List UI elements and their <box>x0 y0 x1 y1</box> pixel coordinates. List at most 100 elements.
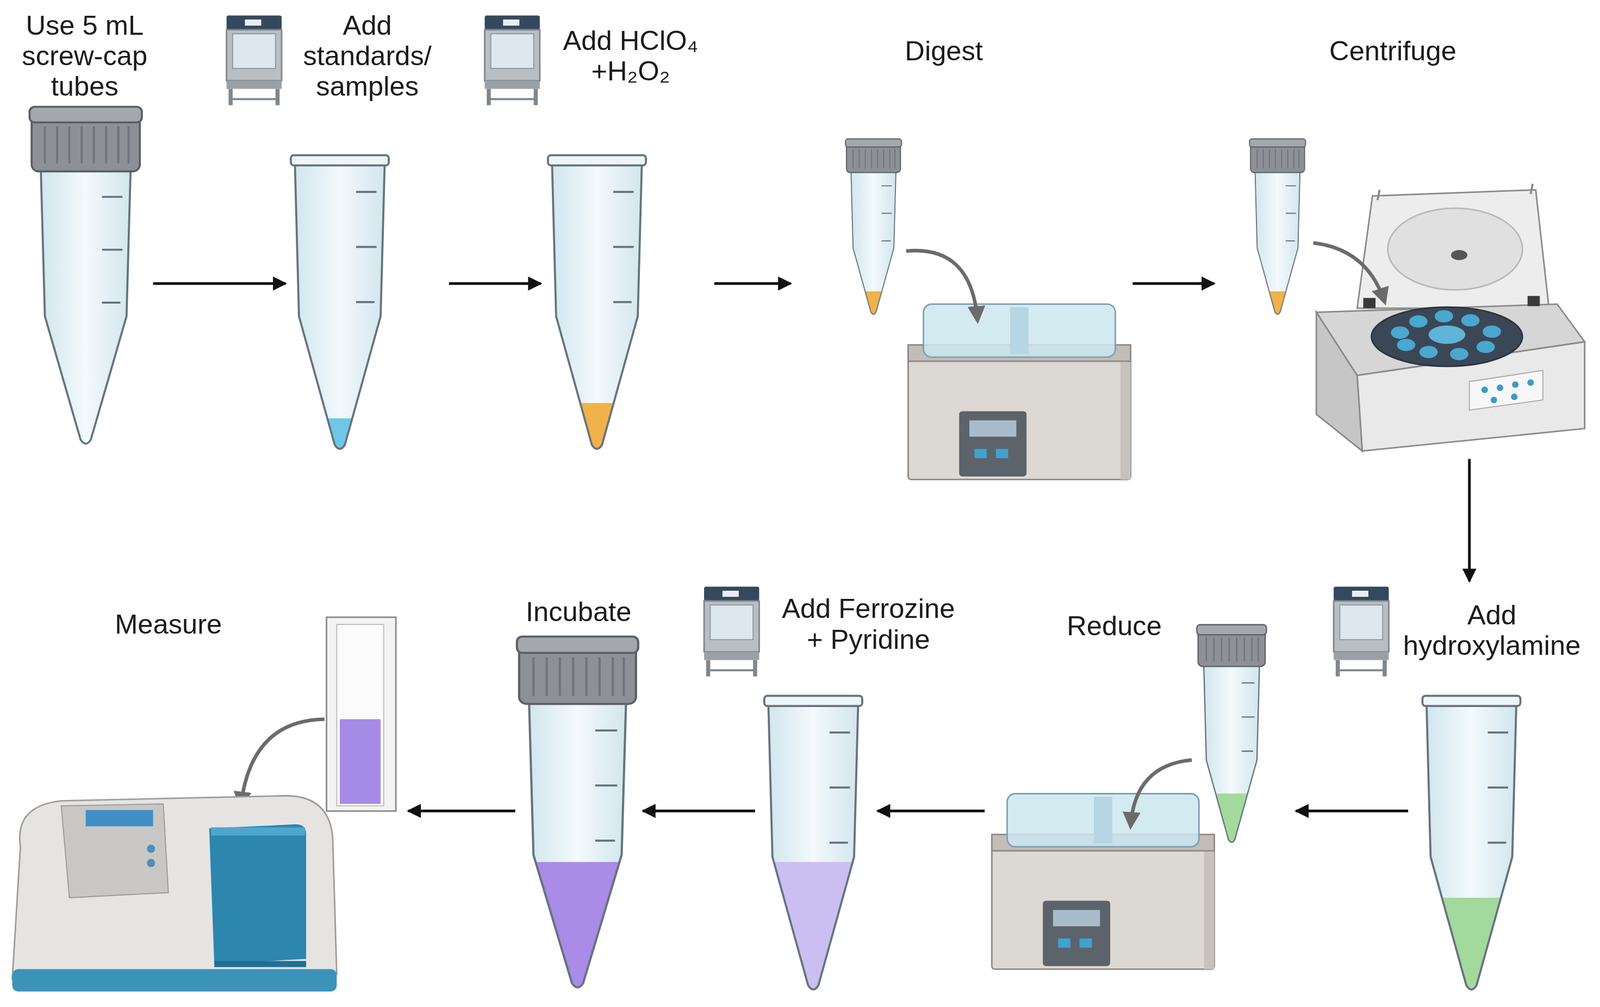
step-label-group: Add hydroxylamine <box>1389 600 1594 662</box>
tube-rim <box>764 695 863 707</box>
tube-outline <box>551 163 642 450</box>
panel-button <box>1496 384 1504 391</box>
tube-cap <box>1196 625 1267 668</box>
rotor-tube <box>1419 346 1438 359</box>
panel-button <box>1490 396 1498 404</box>
step-label: Add hydroxylamine <box>1389 600 1594 662</box>
tube-cap <box>29 106 142 172</box>
tube-cap <box>517 636 639 705</box>
water-bath <box>991 793 1214 970</box>
step-label: Reduce <box>1032 611 1196 642</box>
water-bath <box>907 304 1131 481</box>
tube-rim <box>548 155 646 166</box>
instrument-body <box>12 795 338 980</box>
cuvette-window <box>336 624 384 807</box>
rotor-tube <box>1482 325 1502 339</box>
flow-arrow <box>1467 459 1471 582</box>
place-arrow <box>906 250 978 321</box>
process-step: Centrifuge <box>1214 10 1592 460</box>
tube-outline <box>1255 171 1301 315</box>
lid-window <box>1387 208 1523 290</box>
tube-outline <box>850 171 896 315</box>
step-label-group: Reduce <box>1032 611 1196 642</box>
process-step: Reduce <box>984 581 1296 980</box>
tube-cap <box>1249 139 1306 173</box>
flow-arrow <box>1296 810 1409 813</box>
process-step: Measure <box>4 581 408 1001</box>
panel-button <box>1510 393 1518 401</box>
place-arrow <box>240 719 325 807</box>
flow-arrow <box>877 810 985 813</box>
cuvette-liquid <box>339 719 381 805</box>
small-tube <box>845 139 902 323</box>
tube-outline <box>294 163 385 450</box>
process-step: Digest <box>791 10 1133 485</box>
process-step: Add Ferrozine + Pyridine <box>755 581 878 995</box>
tube-liquid <box>1420 898 1523 1001</box>
tube-rim <box>290 155 389 166</box>
rotor-tube <box>1476 340 1496 354</box>
step-label: Digest <box>841 35 1046 67</box>
flow-arrow <box>714 282 792 285</box>
sample-tube <box>288 155 391 460</box>
process-step: Use 5 mL screw-cap tubes <box>15 10 153 454</box>
step-label-group: Add Ferrozine + Pyridine <box>776 593 961 656</box>
tube-liquid <box>288 418 391 460</box>
tube-glass <box>294 163 385 450</box>
tube-outline <box>1426 704 1517 991</box>
instrument-slot <box>214 961 307 968</box>
panel-button <box>1511 381 1519 389</box>
centrifuge <box>1316 183 1585 452</box>
tube-cap <box>845 139 902 173</box>
step-label-group: Measure <box>66 609 271 640</box>
centrifuge-lid <box>1356 189 1549 309</box>
process-step: Add HClO₄ +H₂O₂ <box>540 10 715 454</box>
flow-arrow <box>153 282 286 285</box>
tube-liquid <box>848 291 900 322</box>
cuvette-body <box>326 617 397 812</box>
tube-liquid <box>1252 291 1304 322</box>
instrument-button <box>146 844 155 854</box>
fume-hood-icon <box>226 15 282 105</box>
fume-hood-icon <box>484 15 540 105</box>
connector-group <box>153 283 1470 812</box>
tube-rim <box>1422 695 1521 707</box>
rotor-bowl <box>1371 307 1523 367</box>
step-label: Add Ferrozine + Pyridine <box>776 593 961 656</box>
lid-latch <box>1363 297 1377 309</box>
step-label: Measure <box>66 609 271 640</box>
process-step: Add hydroxylamine <box>1408 581 1592 995</box>
step-label: Centrifuge <box>1280 35 1506 67</box>
step-label: Use 5 mL screw-cap tubes <box>15 10 154 103</box>
flow-arrow <box>408 810 516 813</box>
fume-hood-icon <box>704 586 759 677</box>
rotor-tube <box>1449 347 1469 361</box>
tube-outline <box>528 702 626 989</box>
instrument-base <box>12 969 338 992</box>
place-arrow <box>1313 243 1385 303</box>
step-label: Add standards/ samples <box>285 10 450 103</box>
instrument-panel <box>61 804 169 899</box>
step-label-group: Digest <box>841 35 1046 67</box>
rotor-tube <box>1434 310 1454 323</box>
control-panel <box>1469 370 1543 411</box>
screw-cap-tube <box>517 636 639 1006</box>
flow-arrow <box>449 282 541 285</box>
flow-arrow <box>642 810 755 813</box>
place-arrow <box>1130 760 1193 827</box>
step-label-group: Use 5 mL screw-cap tubes <box>15 10 154 103</box>
sample-tube <box>545 155 649 465</box>
step-label-group: Incubate <box>496 596 661 628</box>
lid-handle <box>1377 183 1533 201</box>
instrument-lid <box>209 824 307 965</box>
tube-outline <box>1203 665 1260 843</box>
process-step: Add standards/ samples <box>285 10 450 454</box>
spectrophotometer <box>12 795 338 992</box>
fume-hood-icon <box>1333 586 1389 677</box>
instrument-button <box>146 859 155 868</box>
rotor-hub <box>1428 325 1466 345</box>
process-step: Incubate <box>515 581 644 995</box>
lid-latch <box>1527 296 1541 307</box>
